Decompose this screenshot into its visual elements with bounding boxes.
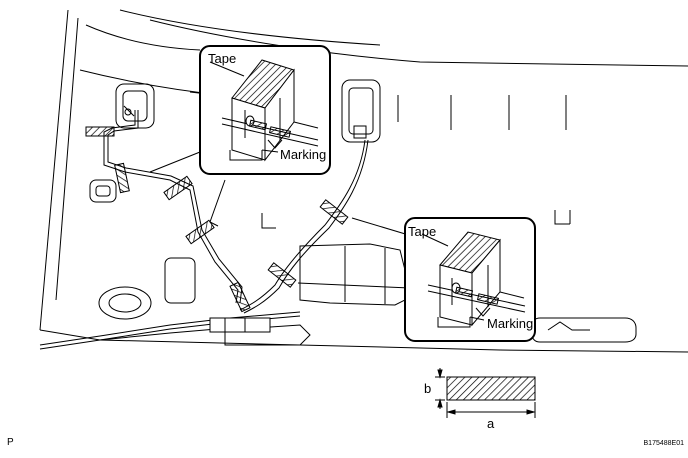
tape-piece <box>185 219 215 245</box>
tape-piece <box>319 199 349 225</box>
callout-top: Tape Marking <box>199 45 331 175</box>
wire-harness <box>39 105 369 350</box>
corner-code: P <box>7 437 14 448</box>
callout-top-tape-label: Tape <box>208 51 236 66</box>
tape-piece <box>229 281 251 313</box>
callout-top-marking-label: Marking <box>280 147 326 162</box>
tape-dimension-key: a b <box>424 368 536 431</box>
tape-piece <box>114 162 130 194</box>
callout-right-tape-label: Tape <box>408 224 436 239</box>
figure-id: B175488E01 <box>644 440 685 447</box>
callout-right-marking-label: Marking <box>487 316 533 331</box>
harness-tape-pieces <box>85 126 349 313</box>
tape-piece <box>267 262 297 288</box>
tape-piece <box>85 126 115 137</box>
callout-right: Tape Marking <box>404 217 536 342</box>
dimension-b-label: b <box>424 381 431 396</box>
roof-panel <box>39 9 688 353</box>
tape-piece <box>163 175 193 201</box>
dimension-a-label: a <box>487 416 495 431</box>
callout-leaders <box>149 149 413 289</box>
